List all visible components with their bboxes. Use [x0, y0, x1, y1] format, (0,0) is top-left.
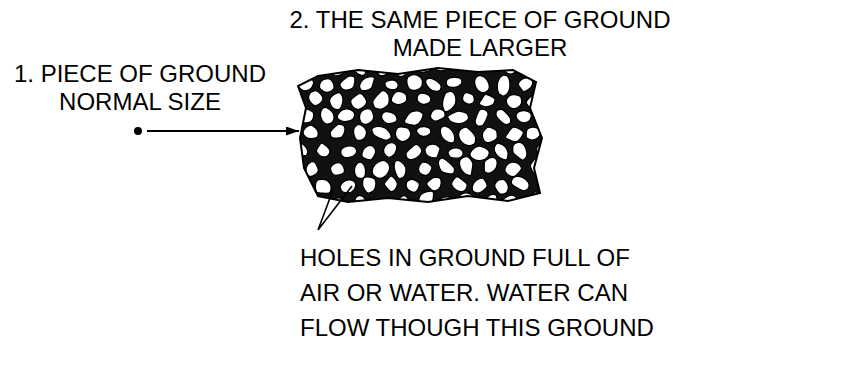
grain [495, 179, 509, 194]
grain [315, 179, 331, 193]
grain [331, 163, 345, 176]
grain [448, 148, 463, 158]
grain [538, 76, 552, 92]
grain [382, 112, 397, 124]
grain [391, 91, 406, 104]
grain [354, 124, 367, 140]
grain [330, 93, 343, 110]
leader-line [318, 186, 352, 230]
grain [372, 160, 390, 178]
grain [479, 94, 495, 106]
grain [362, 177, 375, 193]
grain [431, 109, 445, 121]
grain [497, 75, 510, 96]
grain [340, 76, 355, 90]
grain [505, 127, 523, 142]
grain [521, 61, 542, 75]
grain [330, 124, 345, 138]
grain [283, 192, 299, 209]
grain [440, 126, 454, 143]
dot [134, 127, 142, 135]
grain [384, 176, 397, 192]
grain [406, 144, 422, 159]
grain [406, 179, 419, 192]
grain [404, 111, 423, 125]
grain [463, 93, 475, 104]
grain [540, 109, 557, 125]
grain [470, 146, 489, 161]
grain [496, 109, 511, 124]
grain [482, 127, 497, 142]
grain [459, 157, 472, 176]
grain [355, 196, 366, 209]
grain [354, 162, 365, 178]
grain [360, 77, 375, 91]
grain [472, 178, 487, 193]
grain [351, 59, 365, 75]
node-label: 2. THE SAME PIECE OF GROUND MADE LARGER [265, 6, 695, 62]
grain [373, 91, 389, 110]
grain [503, 195, 517, 208]
grain [337, 109, 355, 122]
grain [283, 61, 296, 76]
grain [511, 176, 529, 190]
grain [443, 91, 456, 111]
grain [385, 80, 398, 90]
grain [505, 162, 522, 176]
grain [351, 93, 367, 109]
callout-text: HOLES IN GROUND FULL OF AIR OR WATER. WA… [300, 240, 670, 345]
grain [419, 191, 434, 206]
grain [394, 160, 406, 178]
node-label: 1. PIECE OF GROUND NORMAL SIZE [0, 60, 280, 116]
grain [286, 127, 300, 140]
grain [506, 95, 521, 109]
grain [384, 143, 397, 158]
grain [304, 58, 322, 73]
grain [419, 162, 432, 175]
grain [446, 77, 462, 87]
grain [341, 146, 357, 158]
ground-grains [283, 55, 557, 212]
ground-pores [298, 68, 542, 202]
grain [416, 127, 430, 137]
grain [438, 158, 454, 174]
grain [417, 93, 431, 104]
grain [321, 107, 334, 123]
grain [459, 127, 476, 146]
grain [309, 91, 323, 106]
grain [494, 143, 508, 160]
grain [303, 125, 318, 139]
ground-piece-dot: 1. PIECE OF GROUND NORMAL SIZE [133, 126, 143, 136]
grain [286, 91, 302, 104]
grain [513, 142, 527, 160]
grain [316, 143, 329, 157]
grain [360, 109, 374, 124]
grain [484, 158, 497, 174]
grain [372, 126, 391, 140]
grain [362, 146, 376, 160]
grain [394, 196, 408, 210]
grain [452, 177, 467, 192]
magnified-ground: 2. THE SAME PIECE OF GROUND MADE LARGER [298, 68, 543, 203]
ground-outline [298, 68, 542, 202]
grain [319, 79, 334, 92]
ground-piece-dot-shape [133, 126, 143, 136]
grain [283, 162, 297, 177]
grain [395, 127, 410, 142]
grain [427, 177, 442, 190]
grain [475, 76, 490, 93]
grain [425, 144, 440, 158]
magnified-ground-shape [298, 68, 543, 203]
grain [475, 109, 488, 126]
arrow-connector [147, 130, 299, 132]
grain [448, 111, 469, 123]
grain [407, 75, 423, 90]
grain [426, 78, 441, 91]
grain [516, 111, 531, 123]
